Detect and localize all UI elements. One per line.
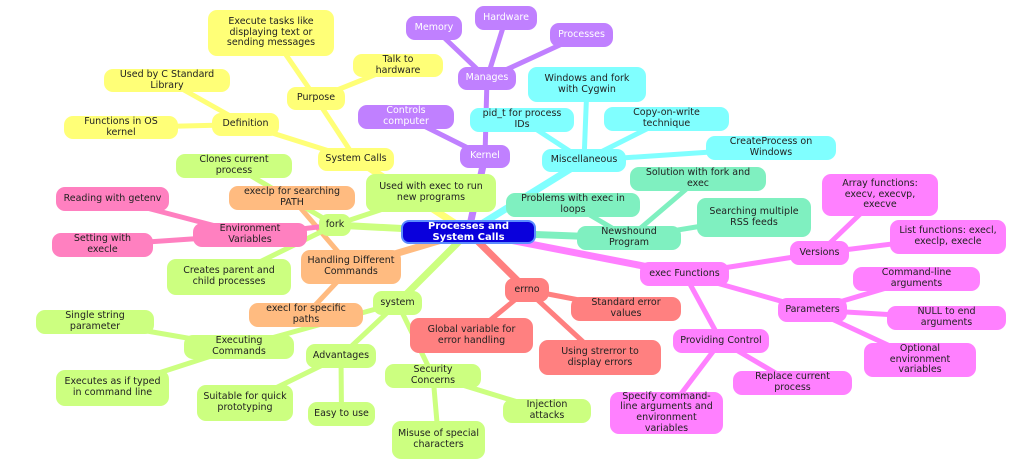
node-windows-fork: Windows and fork with Cygwin	[528, 67, 646, 102]
node-errno: errno	[505, 278, 549, 302]
node-optional-env: Optional environment variables	[864, 343, 976, 377]
node-fork: fork	[319, 214, 351, 236]
node-used-with-exec: Used with exec to run new programs	[366, 174, 496, 212]
node-specify-cmdline: Specify command-line arguments and envir…	[610, 391, 723, 434]
node-solution-fork: Solution with fork and exec	[630, 167, 766, 191]
node-root: Processes and System Calls	[401, 220, 536, 244]
node-pid-t: pid_t for process IDs	[470, 108, 574, 132]
node-processes: Processes	[550, 23, 613, 47]
node-problems-exec: Problems with exec in loops	[506, 193, 640, 217]
node-single-string: Single string parameter	[36, 310, 154, 334]
node-executes-typed: Executes as if typed in command line	[56, 370, 169, 406]
node-execute-tasks: Execute tasks like displaying text or se…	[208, 10, 334, 56]
node-newshound: Newshound Program	[577, 226, 681, 250]
node-createprocess: CreateProcess on Windows	[706, 136, 836, 160]
node-setting-execle: Setting with execle	[52, 233, 153, 257]
node-env-variables: Environment Variables	[193, 223, 307, 247]
node-null-end: NULL to end arguments	[887, 306, 1006, 330]
node-used-by-c: Used by C Standard Library	[104, 69, 230, 92]
node-cmdline-args: Command-line arguments	[853, 267, 980, 291]
node-definition: Definition	[212, 113, 279, 136]
node-injection-attacks: Injection attacks	[503, 399, 591, 423]
node-creates-parent: Creates parent and child processes	[167, 259, 291, 295]
node-security-concerns: Security Concerns	[385, 364, 481, 388]
node-easy-to-use: Easy to use	[308, 402, 375, 426]
node-list-functions: List functions: execl, execlp, execle	[890, 220, 1006, 254]
node-execl-paths: execl for specific paths	[249, 303, 363, 327]
node-advantages: Advantages	[306, 344, 376, 368]
node-parameters: Parameters	[778, 298, 847, 322]
node-reading-getenv: Reading with getenv	[56, 187, 169, 211]
node-copy-on-write: Copy-on-write technique	[604, 107, 729, 131]
node-purpose: Purpose	[287, 87, 345, 110]
node-executing-commands: Executing Commands	[184, 335, 294, 359]
node-manages: Manages	[458, 67, 516, 90]
node-using-strerror: Using strerror to display errors	[539, 340, 661, 375]
node-system-calls: System Calls	[318, 148, 394, 171]
node-versions: Versions	[790, 241, 849, 265]
node-suitable-prototyping: Suitable for quick prototyping	[197, 385, 293, 421]
node-exec-functions: exec Functions	[640, 262, 729, 286]
node-standard-error: Standard error values	[571, 297, 681, 321]
node-global-variable: Global variable for error handling	[410, 318, 533, 353]
node-system: system	[373, 291, 422, 315]
node-array-functions: Array functions: execv, execvp, execve	[822, 174, 938, 216]
node-misuse-chars: Misuse of special characters	[392, 421, 485, 459]
node-clones-process: Clones current process	[176, 154, 292, 178]
node-searching-rss: Searching multiple RSS feeds	[697, 198, 811, 237]
node-controls-computer: Controls computer	[358, 105, 454, 129]
node-miscellaneous: Miscellaneous	[542, 149, 626, 172]
node-kernel: Kernel	[460, 145, 510, 168]
node-talk-hardware: Talk to hardware	[353, 54, 443, 77]
node-execlp-path: execlp for searching PATH	[229, 186, 355, 210]
node-memory: Memory	[406, 16, 462, 40]
node-providing-control: Providing Control	[673, 329, 769, 353]
node-replace-process: Replace current process	[733, 371, 852, 395]
node-functions-kernel: Functions in OS kernel	[64, 116, 178, 139]
node-handling-commands: Handling Different Commands	[301, 250, 401, 284]
node-hardware: Hardware	[475, 6, 537, 30]
